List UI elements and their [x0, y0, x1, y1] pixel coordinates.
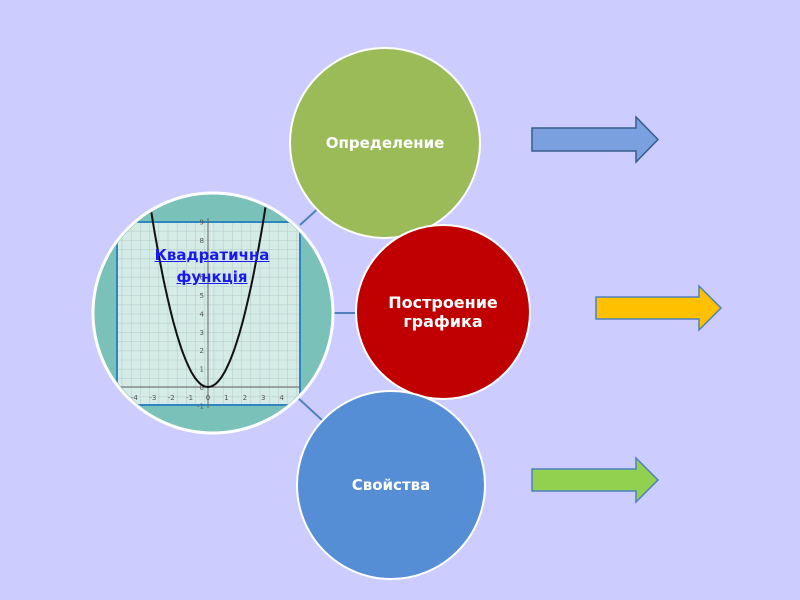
y-tick-label: -1: [197, 402, 204, 410]
connector-properties: [297, 397, 323, 421]
x-tick-label: 4: [279, 394, 284, 402]
y-tick-label: 4: [200, 310, 205, 318]
x-tick-label: 1: [224, 394, 228, 402]
y-tick-label: 0: [200, 384, 204, 392]
arrow-right-icon: [531, 456, 660, 504]
properties-label: Свойства: [351, 475, 431, 494]
y-tick-label: 8: [200, 237, 204, 245]
plotting-label-1: Построение: [388, 293, 498, 312]
y-tick-label: 2: [200, 347, 204, 355]
plotting-label-2: графика: [403, 312, 483, 331]
y-tick-label: 7: [200, 255, 204, 263]
quadratic-function-link[interactable]: Квадратична функція: [142, 244, 282, 288]
x-tick-label: -1: [186, 394, 193, 402]
x-tick-label: 2: [243, 394, 247, 402]
y-tick-label: 6: [200, 274, 205, 282]
y-tick-label: 3: [200, 329, 204, 337]
x-tick-label: 0: [206, 394, 210, 402]
title-line-1: Квадратична: [154, 246, 270, 264]
x-tick-label: -4: [131, 394, 139, 402]
definition-node[interactable]: Определение: [289, 47, 481, 239]
title-line-2: функція: [176, 268, 248, 286]
x-tick-label: 3: [261, 394, 265, 402]
properties-node[interactable]: Свойства: [296, 390, 486, 580]
arrow-right-icon: [595, 284, 723, 332]
parabola-curve: [133, 195, 283, 389]
y-tick-label: 5: [200, 292, 204, 300]
y-tick-label: 1: [200, 366, 204, 374]
arrows: [531, 115, 723, 504]
arrow-right-icon: [531, 115, 660, 164]
x-tick-label: -2: [168, 394, 175, 402]
definition-label: Определение: [325, 133, 445, 152]
x-tick-label: -3: [149, 394, 156, 402]
y-tick-label: 9: [200, 218, 204, 226]
